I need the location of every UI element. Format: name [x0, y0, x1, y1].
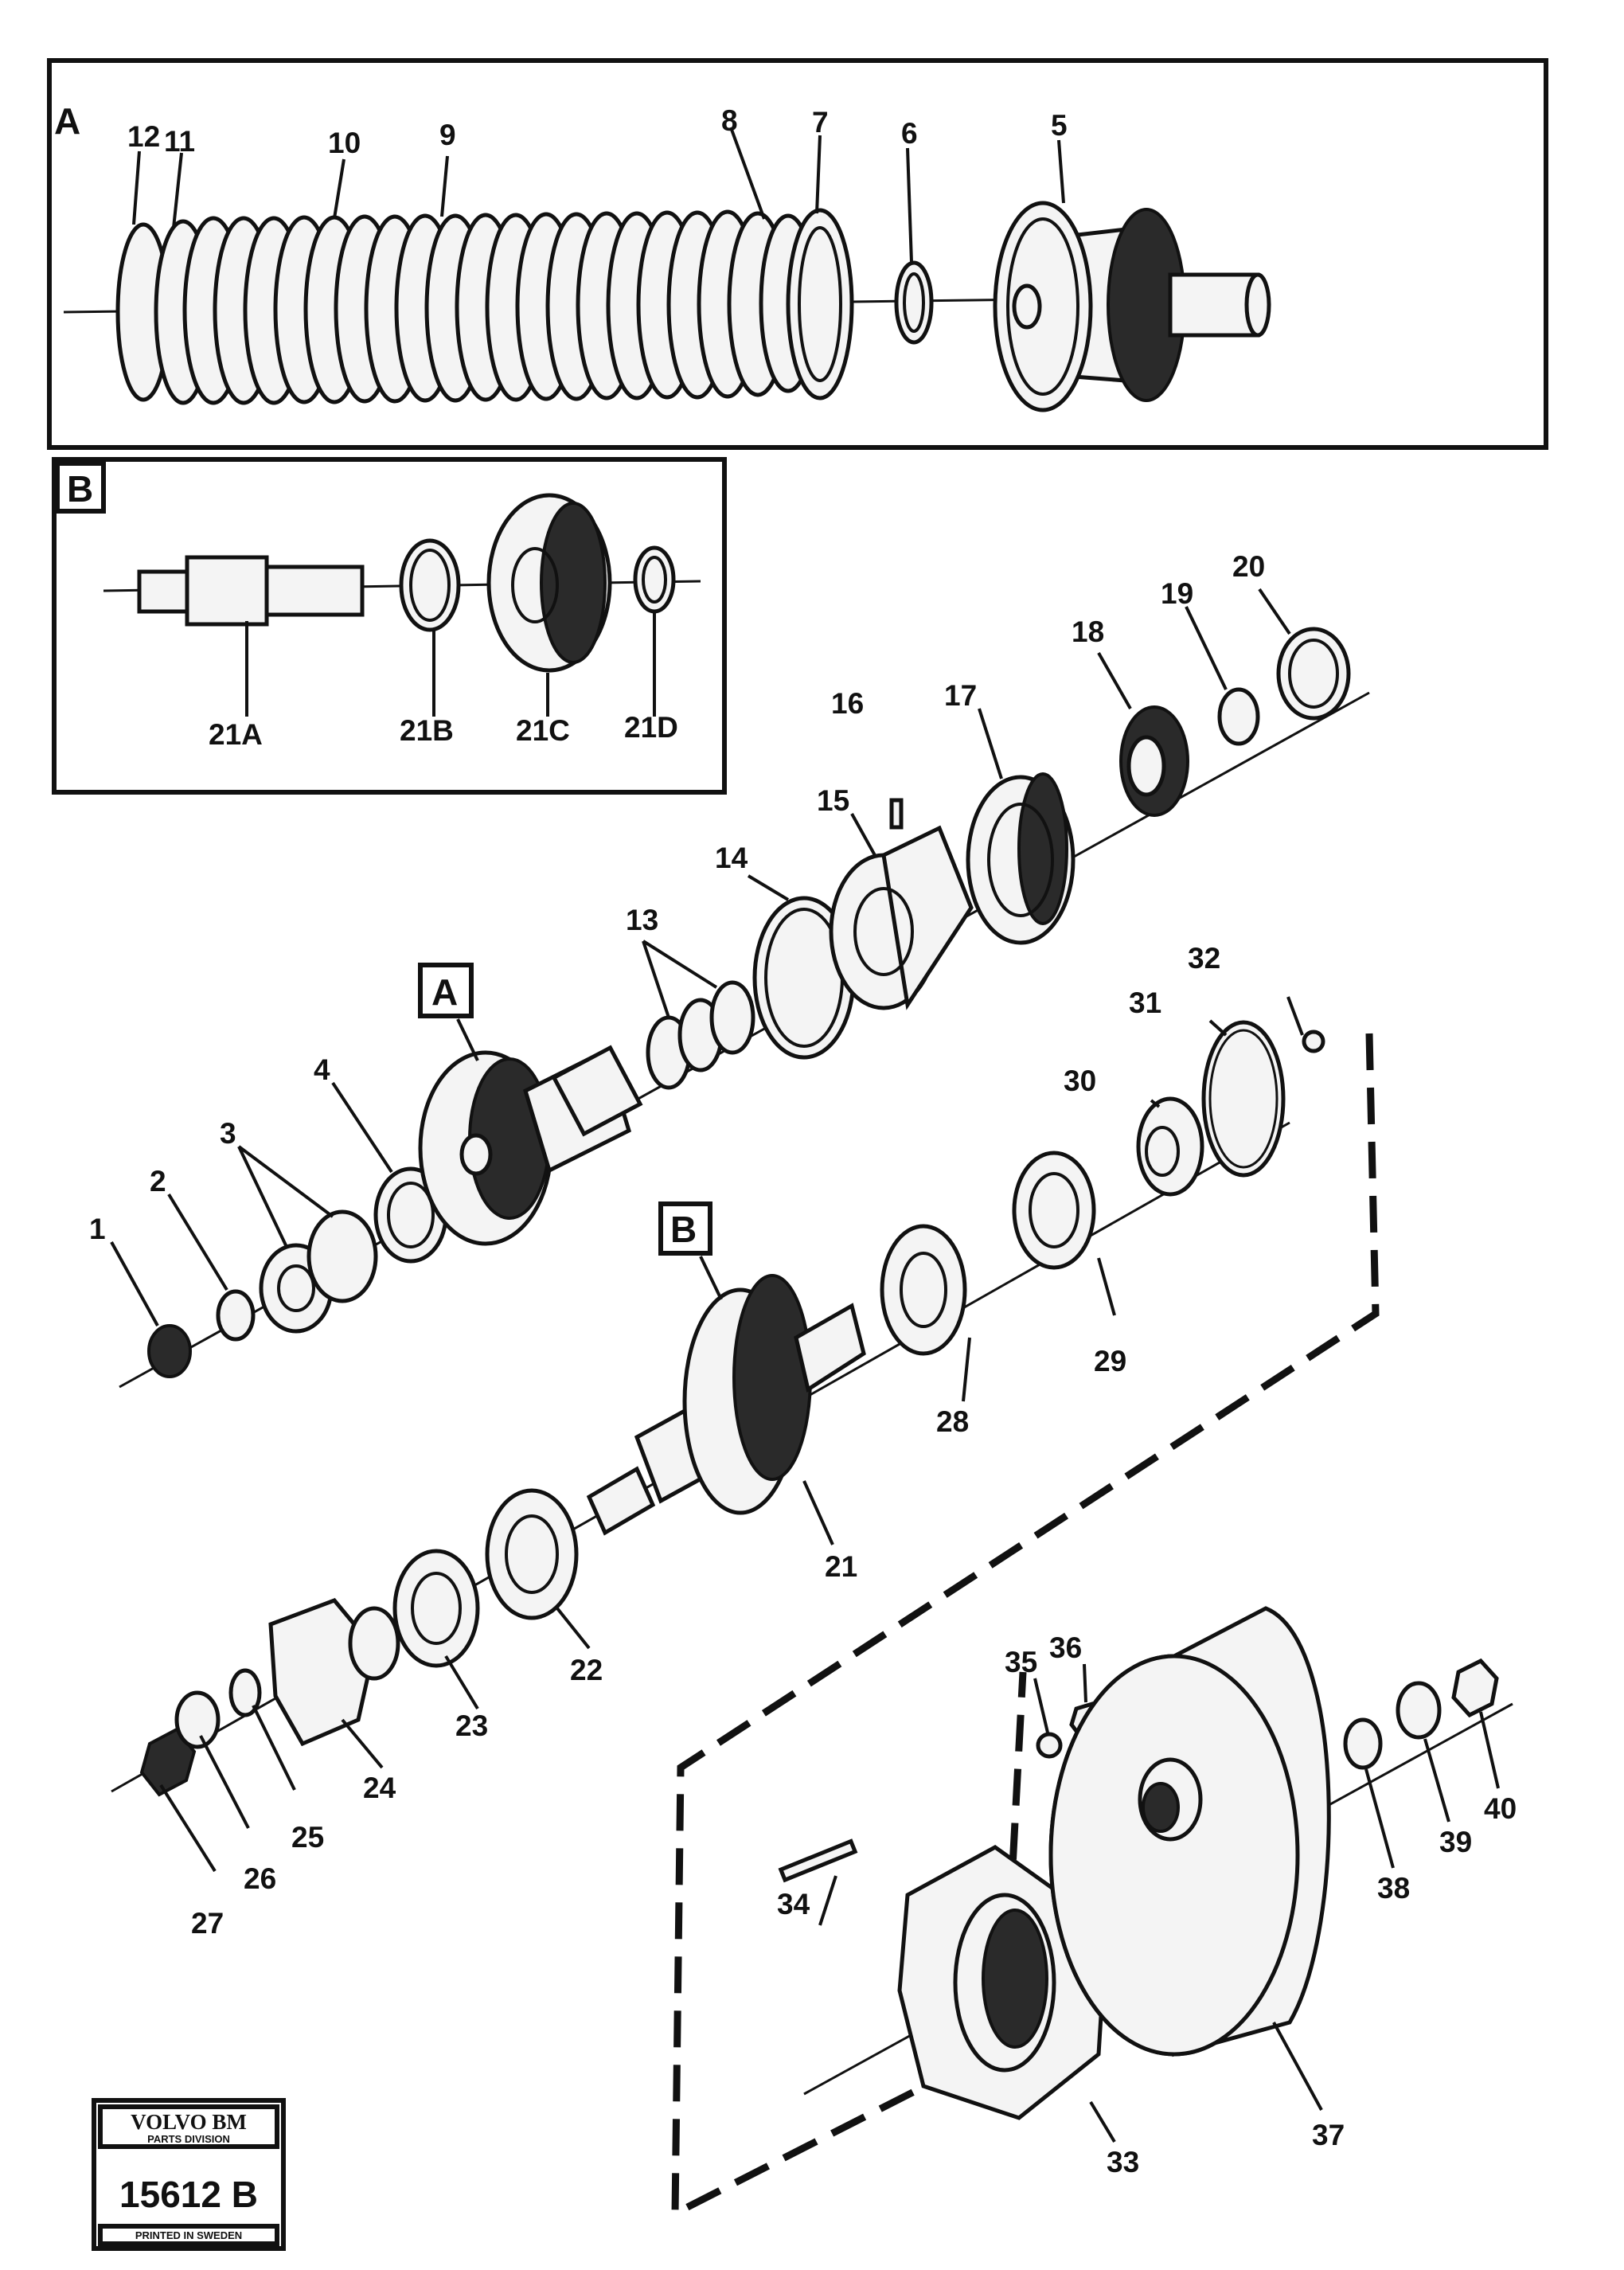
- label-26: 26: [244, 1862, 276, 1895]
- label-37: 37: [1312, 2119, 1345, 2151]
- label-14: 14: [715, 842, 748, 874]
- label-31: 31: [1129, 987, 1161, 1019]
- label-2: 2: [150, 1165, 166, 1198]
- bearing-22: [485, 1488, 579, 1620]
- label-7: 7: [812, 106, 829, 139]
- stud-34: [778, 1838, 858, 1883]
- label-16: 16: [831, 687, 864, 720]
- shaft-21a: [137, 555, 365, 627]
- label-10: 10: [328, 127, 361, 159]
- label-36: 36: [1049, 1631, 1082, 1664]
- label-3: 3: [220, 1117, 236, 1150]
- shaft-21: [586, 1274, 866, 1536]
- label-40: 40: [1484, 1792, 1517, 1825]
- label-18: 18: [1072, 615, 1104, 648]
- drum-a: [418, 1045, 643, 1246]
- ring-2: [216, 1289, 256, 1342]
- clutch-plate-stack: [115, 209, 818, 405]
- label-39: 39: [1439, 1826, 1472, 1858]
- inset-b-tag-box: [55, 461, 106, 514]
- gear-21c: [486, 493, 612, 673]
- bearing-1: [147, 1324, 192, 1378]
- bearing-17: [966, 772, 1076, 945]
- label-35: 35: [1005, 1646, 1037, 1678]
- label-23: 23: [455, 1709, 488, 1742]
- inset-a: A: [47, 58, 1548, 450]
- ring-19: [1217, 687, 1260, 746]
- bearing-28: [880, 1224, 967, 1356]
- label-5: 5: [1051, 109, 1068, 142]
- label-21a: 21A: [209, 718, 263, 751]
- inset-a-callouts: [132, 127, 1065, 264]
- torque-converter-37: [1048, 1606, 1331, 2057]
- label-30: 30: [1064, 1065, 1096, 1097]
- stamp-division: PARTS DIVISION: [147, 2133, 230, 2145]
- oring-25: [228, 1668, 262, 1717]
- label-11: 11: [164, 125, 195, 158]
- stamp-number: 15612 B: [119, 2174, 258, 2215]
- nut-40: [1451, 1658, 1499, 1718]
- label-29: 29: [1094, 1345, 1126, 1377]
- rings-13: [646, 980, 755, 1090]
- oring-31: [1201, 1020, 1286, 1178]
- callout-a-tag: A: [431, 971, 458, 1013]
- dashed-boundary: [671, 1033, 1380, 2220]
- label-34: 34: [777, 1888, 810, 1920]
- seal-ring: [894, 260, 934, 345]
- main-callouts: [110, 588, 1500, 2143]
- inset-b-frame: [52, 457, 727, 795]
- stamp-footer: PRINTED IN SWEDEN: [135, 2229, 242, 2241]
- lower-shaft-assembly: B: [111, 1020, 1325, 1797]
- pin-16: [889, 798, 904, 830]
- inset-b-tag: B: [67, 468, 93, 510]
- nut-30: [1136, 1096, 1204, 1197]
- label-17: 17: [944, 679, 977, 712]
- seal-29: [1012, 1151, 1096, 1270]
- clutch-drum: [993, 201, 1271, 412]
- label-15: 15: [817, 784, 849, 817]
- label-12: 12: [127, 120, 160, 153]
- inset-a-frame: [47, 58, 1548, 450]
- callout-b-tag: B: [670, 1209, 697, 1250]
- label-21c: 21C: [516, 714, 570, 747]
- stamp-brand: VOLVO BM: [131, 2110, 247, 2134]
- flange-24: [268, 1598, 400, 1747]
- label-4: 4: [314, 1053, 330, 1086]
- label-28: 28: [936, 1405, 969, 1438]
- label-9: 9: [439, 119, 456, 151]
- label-25: 25: [291, 1821, 324, 1854]
- label-8: 8: [721, 104, 738, 137]
- label-6: 6: [901, 117, 918, 150]
- label-13: 13: [626, 904, 658, 936]
- bearing-housing-15: [829, 825, 974, 1010]
- inset-b: B 21A 21B 21C 21D: [52, 457, 727, 795]
- gear-18: [1119, 705, 1189, 817]
- springs-3: [259, 1209, 378, 1334]
- washer-26: [174, 1690, 221, 1749]
- label-21d: 21D: [624, 711, 678, 744]
- label-32: 32: [1188, 942, 1220, 975]
- label-27: 27: [191, 1907, 224, 1940]
- volvo-bm-stamp: VOLVO BM PARTS DIVISION 15612 B PRINTED …: [92, 2098, 286, 2251]
- label-19: 19: [1161, 577, 1193, 610]
- label-24: 24: [363, 1772, 396, 1804]
- label-38: 38: [1377, 1872, 1410, 1905]
- ball-32: [1302, 1030, 1325, 1053]
- washer-39: [1396, 1681, 1442, 1740]
- washer-35: [1036, 1732, 1063, 1759]
- oring-38: [1343, 1717, 1383, 1770]
- label-1: 1: [89, 1213, 106, 1245]
- label-21b: 21B: [400, 714, 454, 747]
- label-22: 22: [570, 1654, 603, 1686]
- upper-shaft-assembly: A: [119, 627, 1370, 1389]
- label-21: 21: [825, 1550, 857, 1583]
- callout-b-box: [658, 1201, 712, 1256]
- seal-23: [392, 1549, 480, 1668]
- converter-assembly: [778, 1606, 1513, 2120]
- label-33: 33: [1107, 2146, 1139, 2178]
- label-20: 20: [1232, 550, 1265, 583]
- callout-a-box: [418, 963, 474, 1018]
- inset-a-tag: A: [54, 100, 80, 142]
